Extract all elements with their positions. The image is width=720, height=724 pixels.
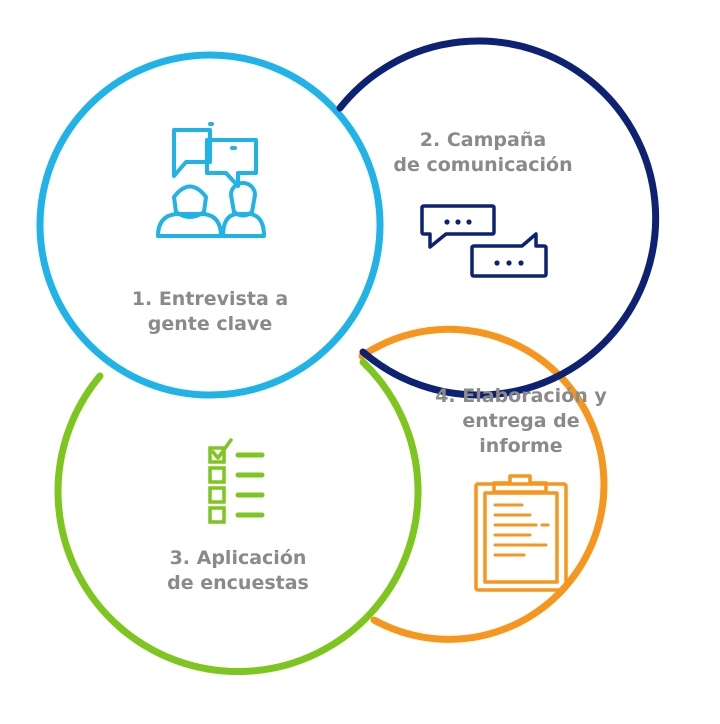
step-3-label-line2: de encuestas bbox=[167, 572, 309, 594]
step-1-label-line2: gente clave bbox=[147, 313, 273, 335]
step-3-label-line1: 3. Aplicación bbox=[169, 547, 307, 569]
circle-step-3 bbox=[54, 358, 422, 675]
step-2-label-line2: de comunicación bbox=[393, 154, 573, 176]
circle-step-4 bbox=[358, 325, 608, 643]
checklist-icon bbox=[208, 438, 265, 524]
circle-step-1 bbox=[36, 51, 384, 399]
step-4-label-line2: entrega de informe bbox=[462, 410, 580, 457]
step-3-label: 3. Aplicación de encuestas bbox=[138, 546, 338, 596]
step-4-label-line1: 4. Elaboración y bbox=[435, 385, 607, 407]
step-1-label-line1: 1. Entrevista a bbox=[131, 288, 289, 310]
chat-bubbles-icon bbox=[420, 204, 548, 278]
step-2-label: 2. Campaña de comunicación bbox=[383, 128, 583, 178]
circle-step-2 bbox=[336, 37, 660, 399]
step-2-label-line1: 2. Campaña bbox=[419, 129, 547, 151]
chat-dots bbox=[444, 219, 524, 266]
step-1-label: 1. Entrevista a gente clave bbox=[110, 287, 310, 337]
clipboard-report-icon bbox=[474, 474, 568, 592]
step-4-label: 4. Elaboración y entrega de informe bbox=[421, 384, 621, 459]
interview-chat-people-icon bbox=[156, 122, 266, 238]
